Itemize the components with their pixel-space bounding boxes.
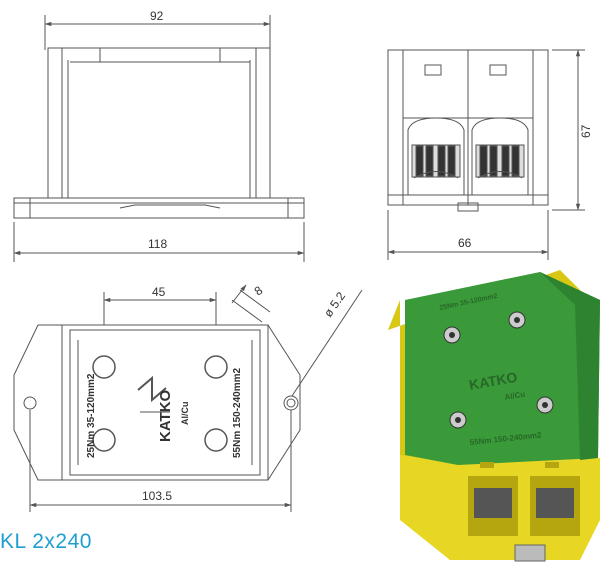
front-view — [13, 15, 305, 262]
marking-material: Al/Cu — [180, 402, 190, 426]
side-view — [387, 49, 585, 260]
top-view — [13, 284, 363, 512]
dim-side-width: 66 — [458, 236, 472, 250]
dim-top-width: 92 — [150, 9, 164, 23]
marking-brand: KATKO — [157, 389, 174, 442]
product-caption: KL 2x240 — [0, 530, 92, 553]
dim-hole-diameter: ø 5.2 — [321, 289, 348, 320]
marking-right-range: 55Nm 150-240mm2 — [232, 368, 243, 458]
dim-base-length: 118 — [148, 237, 167, 251]
dim-hole-spacing: 45 — [152, 285, 166, 299]
dim-mount-spacing: 103.5 — [142, 489, 172, 503]
marking-left-range: 25Nm 35-120mm2 — [86, 373, 97, 458]
photo-material: Al/Cu — [504, 389, 526, 402]
dim-side-height: 67 — [579, 124, 593, 138]
product-photo — [388, 270, 600, 562]
dim-pitch: 8 — [252, 283, 266, 298]
